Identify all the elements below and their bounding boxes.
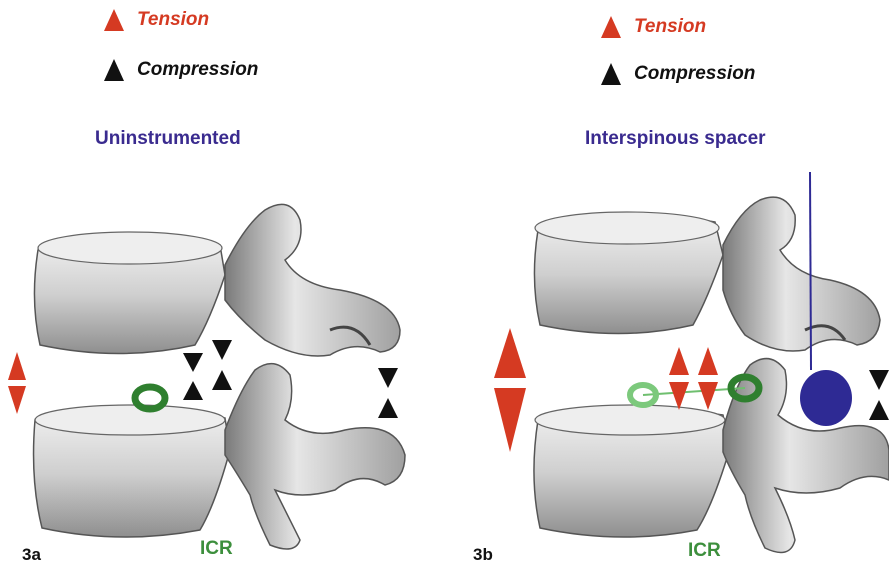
lower-vertebral-body [534,405,730,537]
facet-compression-arrows [183,340,232,400]
panel-label: 3a [22,545,41,565]
upper-vertebral-body [534,212,723,334]
lower-vertebral-body [34,405,230,537]
upper-posterior-elements [723,197,880,351]
panel-label: 3b [473,545,493,565]
panel-uninstrumented: Tension Compression Uninstrumented [0,0,444,575]
spinous-compression-arrows [378,368,398,418]
spinous-compression-arrows [869,370,889,420]
disc-tension-arrow [8,352,26,414]
facet-tension-arrows [669,347,718,410]
icr-label: ICR [688,540,721,562]
lower-posterior-elements [225,364,405,549]
disc-tension-arrow [494,328,526,452]
upper-vertebral-body [34,232,225,354]
spine-illustration [445,0,889,575]
spine-illustration [0,0,444,575]
upper-posterior-elements [225,204,400,356]
icr-label: ICR [200,538,233,560]
panel-interspinous-spacer: Tension Compression Interspinous spacer [445,0,889,575]
icr-ring-icon [135,387,165,409]
